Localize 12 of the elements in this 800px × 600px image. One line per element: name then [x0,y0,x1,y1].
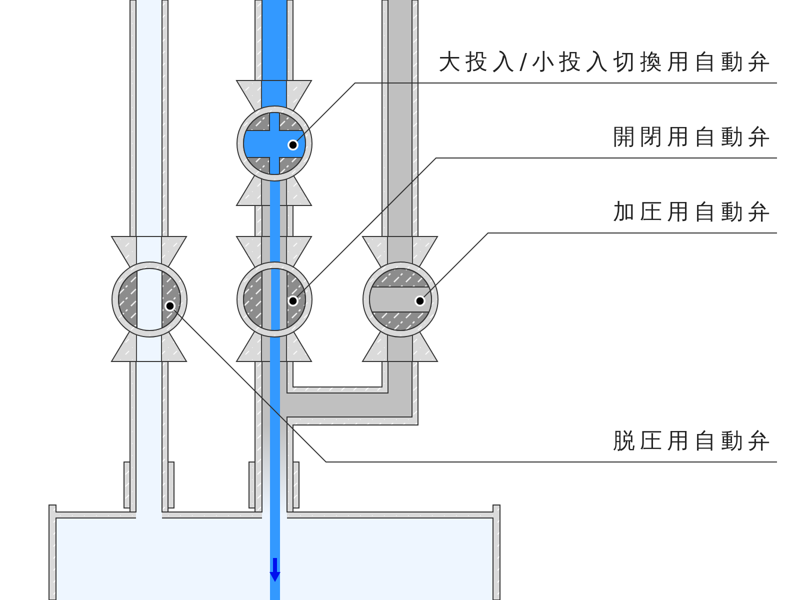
leader-line [288,82,778,150]
ball-valve [236,104,312,182]
leader-line [414,232,778,306]
ball-valve [362,260,438,338]
ball-valve [236,260,312,338]
callout-label: 脱圧用自動弁 [613,429,777,462]
leader-line [288,158,778,306]
ball-valve [110,260,188,338]
callout-label: 大投入/小投入切換用自動弁 [438,50,777,83]
callout-label: 開閉用自動弁 [613,125,777,158]
leader-line [164,300,778,462]
callout-label: 加圧用自動弁 [613,200,777,233]
